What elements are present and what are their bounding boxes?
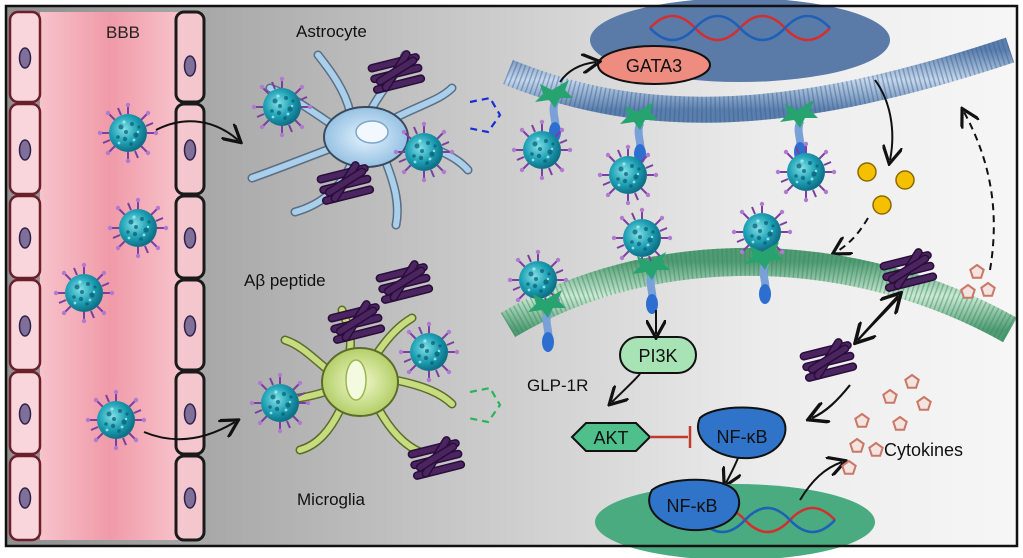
microglia-label: Microglia (297, 490, 366, 509)
cytokines-label: Cytokines (884, 440, 963, 460)
astrocyte-membrane (503, 37, 1015, 123)
nanoparticle-icon (774, 140, 838, 204)
blood-vessel (8, 10, 206, 542)
akt-node: AKT (570, 422, 652, 452)
arrow-nfkb-translocation (726, 457, 738, 483)
endothelial-column-right (174, 10, 206, 542)
gata3-node: GATA3 (597, 45, 711, 85)
nanoparticle-icon (250, 75, 314, 139)
arrow-ligand-down (836, 217, 869, 252)
zoom-marker-astrocyte (467, 96, 502, 134)
inhibition-bar (650, 426, 692, 448)
arrow-cytokine-release (799, 462, 842, 501)
abeta-label: Aβ peptide (244, 271, 326, 290)
nanoparticle-icon (510, 118, 574, 182)
arrow-pi3k-to-akt (612, 373, 641, 402)
pi3k-node: PI3K (619, 336, 697, 374)
glp1r-label: GLP-1R (527, 376, 588, 395)
nanoparticle-icon (596, 143, 660, 207)
nanoparticle-icon (96, 101, 160, 165)
nanoparticle-icon (397, 320, 461, 384)
figure-frame (4, 4, 1019, 548)
arrow-to-gata3 (559, 62, 596, 83)
nfkb-cytoplasm-node: NF-κB (697, 406, 787, 460)
nfkb-nucleus-node: NF-κB (648, 478, 741, 532)
arrow-feedback-up (964, 112, 995, 271)
nanoparticle-icon (106, 196, 170, 260)
zoom-marker-microglia (467, 386, 502, 424)
arrow-gata3-secretion (874, 79, 892, 160)
gata3-label: GATA3 (626, 56, 682, 76)
pi3k-label: PI3K (638, 346, 677, 366)
arrow-abeta-outward (857, 296, 898, 341)
microglia-cell (271, 305, 457, 457)
bbb-label: BBB (106, 23, 140, 42)
endothelial-column-left (8, 10, 42, 542)
yellow-ligand-icon (857, 162, 915, 215)
nanoparticle-icon (392, 120, 456, 184)
nanoparticle-icon (52, 261, 116, 325)
akt-label: AKT (593, 428, 628, 448)
nfkb-top-label: NF-κB (717, 427, 768, 447)
arrow-cross-bbb-bottom (143, 422, 235, 441)
nanoparticle-icon (248, 371, 312, 435)
astrocyte-label: Astrocyte (296, 22, 367, 41)
nfkb-bottom-label: NF-κB (667, 496, 718, 516)
arrow-abeta-to-cytokines (812, 384, 851, 418)
arrow-cross-bbb-top (155, 120, 238, 140)
nanoparticle-icon (84, 388, 148, 452)
